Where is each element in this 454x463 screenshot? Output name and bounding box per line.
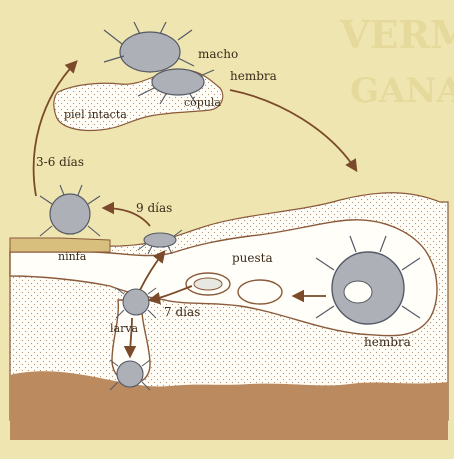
watermark-line-2: GANADO <box>350 71 454 111</box>
label-copula: cópula <box>184 96 221 109</box>
label-7-dias: 7 días <box>164 305 200 319</box>
label-hembra-top: hembra <box>230 69 277 83</box>
label-9-dias: 9 días <box>136 201 172 215</box>
watermark-line-1: VERMISAN <box>339 12 454 57</box>
label-3-6-dias: 3-6 días <box>36 155 84 169</box>
label-ninfa: ninfa <box>58 250 87 263</box>
label-larva: larva <box>110 322 139 335</box>
label-macho: macho <box>198 47 238 61</box>
egg-icon <box>238 280 282 304</box>
label-piel-intacta: piel intacta <box>64 108 127 121</box>
egg-icon <box>186 273 230 295</box>
label-puesta: puesta <box>232 251 273 265</box>
label-hembra-burrow: hembra <box>364 335 411 349</box>
